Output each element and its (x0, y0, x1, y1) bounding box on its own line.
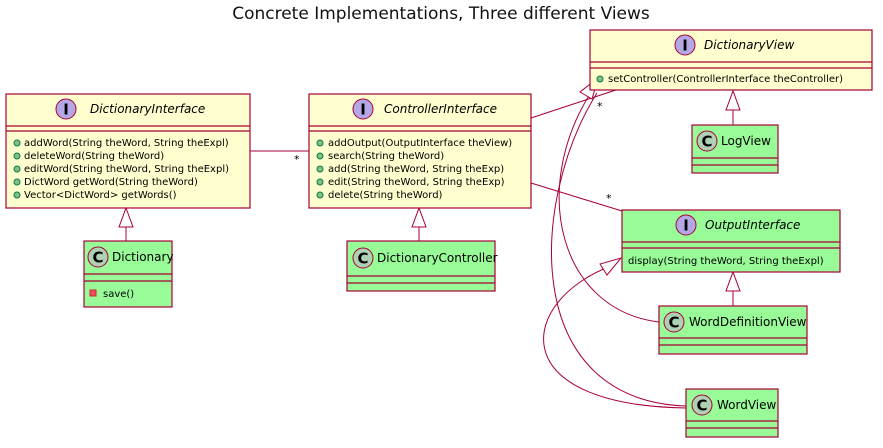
interface-icon (674, 34, 696, 56)
class-controllerinterface[interactable]: I ControllerInterface addOutput(OutputIn… (308, 93, 532, 209)
diagram-title: Concrete Implementations, Three differen… (232, 4, 650, 24)
realization-arrowhead (599, 257, 623, 276)
class-name: ControllerInterface (384, 102, 497, 116)
svg-text:I: I (682, 37, 688, 55)
class-dictionarycontroller[interactable]: C DictionaryController (346, 240, 498, 292)
svg-text:I: I (360, 101, 366, 119)
edge-controllerinterface-outputinterface (530, 182, 623, 212)
class-name: WordView (717, 398, 777, 412)
class-name: LogView (721, 134, 771, 148)
method: editWord(String theWord, String theExpl) (24, 164, 229, 175)
svg-text:C: C (357, 250, 368, 268)
class-name: OutputInterface (705, 218, 800, 232)
method: addWord(String theWord, String theExpl) (24, 138, 229, 149)
method: save() (103, 289, 134, 300)
public-method-icon (13, 191, 21, 199)
svg-text:C: C (92, 249, 103, 267)
realization-arrowhead (411, 206, 427, 228)
class-dictionaryview[interactable]: I DictionaryView setController(Controlle… (589, 29, 873, 91)
method: DictWord getWord(String theWord) (24, 177, 198, 188)
multiplicity-label: * (597, 100, 603, 113)
method: delete(String theWord) (328, 190, 443, 201)
class-name: DictionaryView (704, 38, 794, 52)
realization-arrowhead (118, 206, 134, 228)
public-method-icon (13, 139, 21, 147)
public-method-icon (316, 139, 324, 147)
interface-icon (55, 98, 77, 120)
class-icon (663, 311, 685, 333)
method: setController(ControllerInterface theCon… (608, 74, 843, 85)
method: display(String theWord, String theExpl) (628, 256, 824, 267)
class-icon (696, 130, 718, 152)
realization-arrowhead (725, 270, 741, 292)
svg-text:C: C (696, 397, 707, 415)
public-method-icon (13, 178, 21, 186)
svg-text:C: C (668, 314, 679, 332)
class-name: WordDefinitionView (689, 315, 807, 329)
edge-worddefinitionview-realizes-dictionaryview (558, 93, 660, 323)
svg-text:I: I (63, 101, 69, 119)
class-name: DictionaryInterface (90, 102, 205, 116)
class-icon (352, 247, 374, 269)
class-icon (691, 394, 713, 416)
svg-text:C: C (701, 133, 712, 151)
class-outputinterface[interactable]: I OutputInterface display(String theWord… (621, 209, 841, 273)
public-method-icon (13, 152, 21, 160)
realization-arrowhead (725, 89, 741, 111)
class-wordview[interactable]: C WordView (685, 388, 779, 438)
method: edit(String theWord, String theExp) (328, 177, 505, 188)
private-method-icon (89, 289, 97, 297)
edge-controllerinterface-dictionaryview (530, 85, 629, 119)
method: Vector<DictWord> getWords() (24, 190, 177, 201)
multiplicity-label: * (606, 192, 612, 205)
interface-icon (352, 98, 374, 120)
method: add(String theWord, String theExp) (328, 164, 504, 175)
public-method-icon (316, 165, 324, 173)
svg-text:I: I (683, 217, 689, 235)
public-method-icon (596, 75, 604, 83)
edge-wordview-realizes-outputinterface (543, 265, 687, 409)
edge-wordview-realizes-dictionaryview (551, 92, 687, 407)
method: deleteWord(String theWord) (24, 151, 164, 162)
class-dictionary[interactable]: C Dictionary save() (83, 240, 174, 308)
public-method-icon (316, 191, 324, 199)
class-logview[interactable]: C LogView (691, 124, 779, 174)
method: search(String theWord) (328, 151, 444, 162)
public-method-icon (316, 152, 324, 160)
multiplicity-label: * (294, 153, 300, 166)
public-method-icon (13, 165, 21, 173)
class-name: DictionaryController (377, 251, 498, 265)
public-method-icon (316, 178, 324, 186)
class-dictionaryinterface[interactable]: I DictionaryInterface addWord(String the… (5, 93, 251, 209)
class-icon (87, 246, 109, 268)
interface-icon (675, 214, 697, 236)
class-worddefinitionview[interactable]: C WordDefinitionView (658, 305, 808, 355)
class-name: Dictionary (112, 250, 174, 264)
method: addOutput(OutputInterface theView) (328, 138, 512, 149)
